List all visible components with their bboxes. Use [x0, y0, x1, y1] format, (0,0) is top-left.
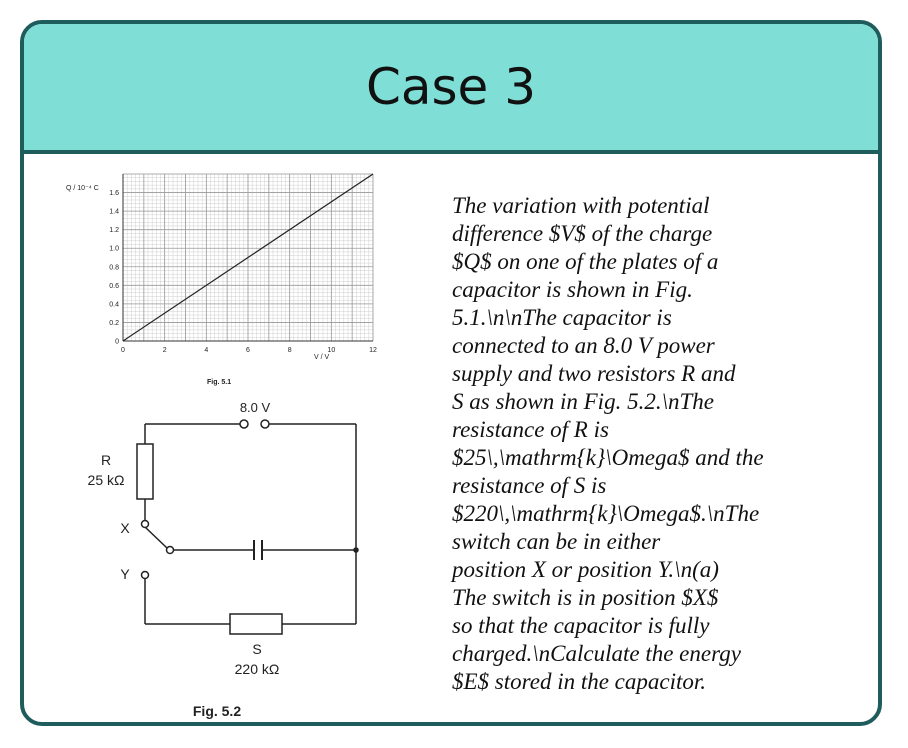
x-tick-label: 4 [204, 347, 208, 354]
y-tick-label: 1.6 [109, 190, 119, 197]
question-line: connected to an 8.0 V power [452, 333, 715, 358]
question-line: The switch is in position $X$ [452, 585, 719, 610]
circuit-diagram [136, 419, 359, 635]
switch-blade [144, 526, 168, 549]
y-tick-label: 0.4 [109, 301, 119, 308]
question-text: The variation with potential difference $… [452, 192, 852, 696]
y-tick-label: 0.6 [109, 283, 119, 290]
series-line [122, 173, 374, 342]
y-tick-label: 1.2 [109, 227, 119, 234]
y-tick-label: 1.0 [109, 246, 119, 253]
switch-pivot [165, 545, 175, 555]
question-line: The variation with potential [452, 193, 710, 218]
x-tick-label: 12 [369, 347, 377, 354]
page-title: Case 3 [365, 58, 537, 116]
question-line: resistance of S is [452, 473, 607, 498]
fig-5-1-caption: Fig. 5.1 [207, 379, 231, 386]
case-card: Case 3 0 2 4 6 8 10 12 0 0.2 0.4 0.6 0.8 1.0 1.2 1.4 1… [20, 20, 882, 726]
question-line: $Q$ on one of the plates of a [452, 249, 719, 274]
question-line: resistance of R is [452, 417, 609, 442]
question-line: $220\,\mathrm{k}\Omega$.\nThe [452, 501, 760, 526]
resistor-s-value: 220 kΩ [235, 661, 280, 677]
question-line: supply and two resistors R and [452, 361, 736, 386]
question-line: charged.\nCalculate the energy [452, 641, 741, 666]
resistor-r-name: R [101, 452, 111, 468]
y-tick-label: 1.4 [109, 209, 119, 216]
question-line: capacitor is shown in Fig. [452, 277, 693, 302]
question-line: switch can be in either [452, 529, 661, 554]
resistor-r-value: 25 kΩ [88, 472, 125, 488]
grid-major [122, 173, 374, 342]
y-tick-label: 0.8 [109, 264, 119, 271]
switch-contact-y [140, 570, 150, 580]
x-tick-labels: 0 2 4 6 8 10 12 [121, 347, 377, 354]
resistor-s [229, 613, 283, 635]
y-tick-labels: 0 0.2 0.4 0.6 0.8 1.0 1.2 1.4 1.6 [109, 190, 119, 345]
question-line: $25\,\mathrm{k}\Omega$ and the [452, 445, 764, 470]
x-tick-label: 2 [163, 347, 167, 354]
fig-5-2-caption: Fig. 5.2 [193, 703, 241, 719]
figure-panel: 0 2 4 6 8 10 12 0 0.2 0.4 0.6 0.8 1.0 1.2 1.4 1.6 Q / … [66, 173, 377, 719]
question-line: position X or position Y.\n(a) [452, 557, 719, 582]
question-line: 5.1.\n\nThe capacitor is [452, 305, 672, 330]
x-tick-label: 8 [288, 347, 292, 354]
switch-contact-x [140, 519, 150, 529]
question-line: $E$ stored in the capacitor. [452, 669, 707, 694]
y-tick-label: 0.2 [109, 320, 119, 327]
switch-x-label: X [120, 520, 130, 536]
supply-terminal-left [239, 419, 249, 429]
x-tick-label: 10 [327, 347, 335, 354]
x-axis-label: V / V [314, 354, 330, 361]
resistor-s-name: S [252, 641, 261, 657]
x-tick-label: 0 [121, 347, 125, 354]
question-line: S as shown in Fig. 5.2.\nThe [452, 389, 714, 414]
y-tick-label: 0 [115, 339, 119, 346]
question-line: so that the capacitor is fully [452, 613, 710, 638]
supply-terminal-right [260, 419, 270, 429]
charge-voltage-graph: 0 2 4 6 8 10 12 0 0.2 0.4 0.6 0.8 1.0 1.2 1.4 1.6 Q / … [66, 173, 377, 386]
series-layer [122, 173, 374, 342]
switch-y-label: Y [120, 566, 130, 582]
question-line: difference $V$ of the charge [452, 221, 713, 246]
supply-voltage-label: 8.0 V [240, 400, 271, 415]
card-header: Case 3 [24, 24, 878, 154]
resistor-r [136, 443, 154, 500]
x-tick-label: 6 [246, 347, 250, 354]
y-axis-label: Q / 10⁻⁴ C [66, 185, 99, 192]
circuit-labels: 8.0 V R 25 kΩ X Y S 220 kΩ Fig. 5.2 [88, 400, 280, 719]
